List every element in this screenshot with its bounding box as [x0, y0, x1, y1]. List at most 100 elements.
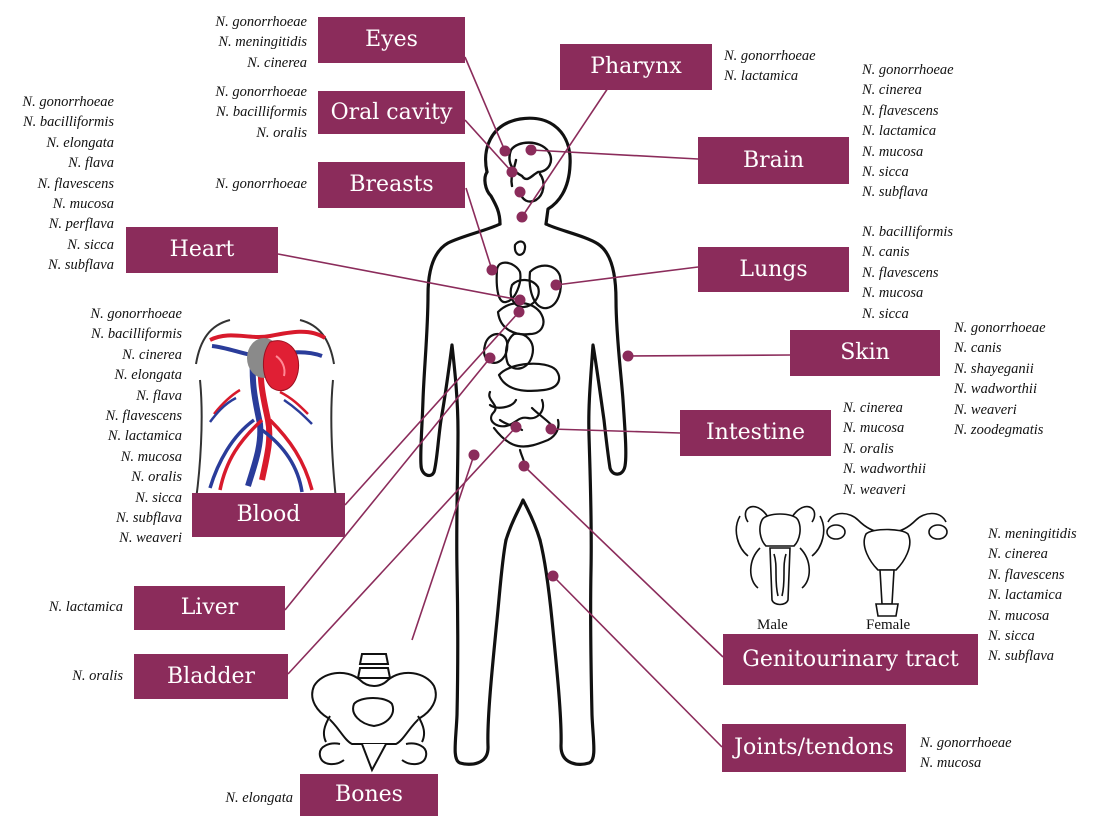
caption-male: Male [757, 617, 788, 634]
species-item: N. cinerea [215, 53, 307, 73]
site-label-pharynx: Pharynx [560, 44, 712, 90]
species-item: N. canis [954, 338, 1046, 358]
site-label-heart: Heart [126, 227, 278, 273]
species-item: N. lactamica [724, 66, 816, 86]
species-item: N. weaveri [843, 480, 926, 500]
species-item: N. gonorrhoeae [920, 733, 1012, 753]
species-item: N. cinerea [90, 345, 182, 365]
species-item: N. cinerea [843, 398, 926, 418]
species-list-lungs: N. bacilliformis N. canis N. flavescens … [862, 222, 953, 324]
species-item: N. gonorrhoeae [90, 304, 182, 324]
species-item: N. subflava [988, 646, 1077, 666]
species-list-joints-tendons: N. gonorrhoeae N. mucosa [920, 733, 1012, 774]
species-item: N. flavescens [90, 406, 182, 426]
species-list-breasts: N. gonorrhoeae [215, 174, 307, 194]
species-item: N. zoodegmatis [954, 420, 1046, 440]
species-item: N. subflava [90, 508, 182, 528]
species-item: N. weaveri [954, 400, 1046, 420]
species-item: N. lactamica [90, 426, 182, 446]
species-item: N. mucosa [862, 142, 954, 162]
species-item: N. wadworthii [843, 459, 926, 479]
species-item: N. sicca [862, 162, 954, 182]
species-item: N. oralis [215, 123, 307, 143]
species-item: N. sicca [90, 488, 182, 508]
site-label-liver: Liver [134, 586, 285, 630]
species-item: N. bacilliformis [22, 112, 114, 132]
species-item: N. oralis [72, 666, 123, 686]
species-item: N. lactamica [862, 121, 954, 141]
species-item: N. elongata [225, 788, 293, 808]
species-item: N. sicca [22, 235, 114, 255]
species-item: N. gonorrhoeae [22, 92, 114, 112]
species-item: N. elongata [22, 133, 114, 153]
species-item: N. mucosa [843, 418, 926, 438]
species-item: N. sicca [988, 626, 1077, 646]
species-item: N. cinerea [862, 80, 954, 100]
species-list-genitourinary-tract: N. meningitidis N. cinerea N. flavescens… [988, 524, 1077, 667]
species-item: N. perflava [22, 214, 114, 234]
site-label-genitourinary-tract: Genitourinary tract [723, 634, 978, 685]
species-item: N. mucosa [90, 447, 182, 467]
species-item: N. oralis [90, 467, 182, 487]
species-item: N. gonorrhoeae [862, 60, 954, 80]
species-item: N. flavescens [22, 174, 114, 194]
species-item: N. sicca [862, 304, 953, 324]
pelvis-bones-icon [312, 654, 436, 770]
species-item: N. subflava [22, 255, 114, 275]
site-label-oral-cavity: Oral cavity [318, 91, 465, 134]
species-item: N. mucosa [862, 283, 953, 303]
species-item: N. gonorrhoeae [215, 12, 307, 32]
species-item: N. subflava [862, 182, 954, 202]
species-list-bladder: N. oralis [72, 666, 123, 686]
species-item: N. weaveri [90, 528, 182, 548]
site-label-breasts: Breasts [318, 162, 465, 208]
species-item: N. gonorrhoeae [954, 318, 1046, 338]
species-item: N. shayeganii [954, 359, 1046, 379]
site-label-joints-tendons: Joints/tendons [722, 724, 906, 772]
species-item: N. bacilliformis [862, 222, 953, 242]
site-label-brain: Brain [698, 137, 849, 184]
species-item: N. gonorrhoeae [215, 82, 307, 102]
site-label-blood: Blood [192, 493, 345, 537]
species-list-eyes: N. gonorrhoeae N. meningitidis N. cinere… [215, 12, 307, 73]
species-item: N. mucosa [988, 606, 1077, 626]
species-list-intestine: N. cinerea N. mucosa N. oralis N. wadwor… [843, 398, 926, 500]
species-list-skin: N. gonorrhoeae N. canis N. shayeganii N.… [954, 318, 1046, 440]
site-label-bladder: Bladder [134, 654, 288, 699]
species-item: N. flavescens [988, 565, 1077, 585]
species-item: N. wadworthii [954, 379, 1046, 399]
species-item: N. canis [862, 242, 953, 262]
species-list-bones: N. elongata [225, 788, 293, 808]
species-item: N. flavescens [862, 101, 954, 121]
site-label-skin: Skin [790, 330, 940, 376]
species-list-brain: N. gonorrhoeae N. cinerea N. flavescens … [862, 60, 954, 203]
species-item: N. lactamica [49, 597, 123, 617]
species-list-oral-cavity: N. gonorrhoeae N. bacilliformis N. orali… [215, 82, 307, 143]
male-reproductive-organ-icon [736, 507, 823, 605]
circulatory-system-icon [196, 320, 336, 500]
species-item: N. mucosa [920, 753, 1012, 773]
species-item: N. bacilliformis [215, 102, 307, 122]
species-list-pharynx: N. gonorrhoeae N. lactamica [724, 46, 816, 87]
species-item: N. oralis [843, 439, 926, 459]
species-item: N. flava [90, 386, 182, 406]
site-label-eyes: Eyes [318, 17, 465, 63]
species-item: N. meningitidis [988, 524, 1077, 544]
species-item: N. mucosa [22, 194, 114, 214]
species-item: N. flava [22, 153, 114, 173]
species-item: N. gonorrhoeae [724, 46, 816, 66]
species-item: N. bacilliformis [90, 324, 182, 344]
species-item: N. flavescens [862, 263, 953, 283]
species-item: N. lactamica [988, 585, 1077, 605]
site-label-bones: Bones [300, 774, 438, 816]
species-item: N. gonorrhoeae [215, 174, 307, 194]
female-reproductive-organ-icon [827, 514, 947, 617]
site-label-intestine: Intestine [680, 410, 831, 456]
site-label-lungs: Lungs [698, 247, 849, 292]
species-list-liver: N. lactamica [49, 597, 123, 617]
species-item: N. elongata [90, 365, 182, 385]
species-list-heart: N. gonorrhoeae N. bacilliformis N. elong… [22, 92, 114, 276]
species-list-blood: N. gonorrhoeae N. bacilliformis N. ciner… [90, 304, 182, 549]
species-item: N. cinerea [988, 544, 1077, 564]
